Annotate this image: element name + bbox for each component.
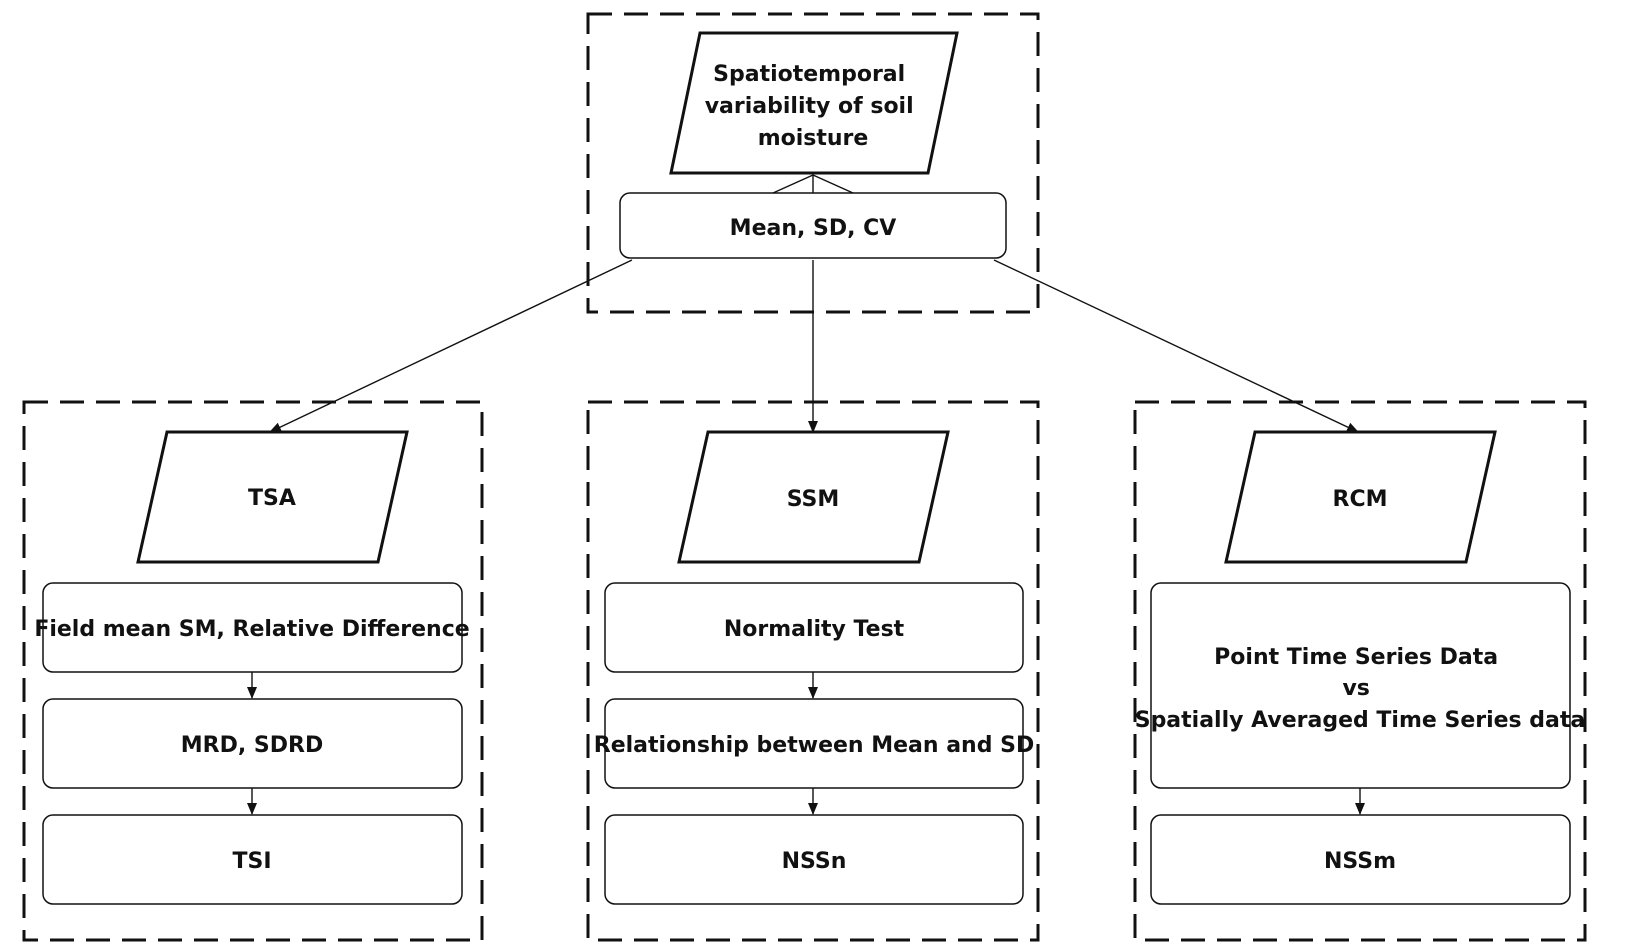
tsa-step-3-node: TSI <box>42 814 463 905</box>
tsa-step-3-label: TSI <box>232 849 271 874</box>
tsa-title-label: TSA <box>248 486 296 511</box>
rcm-step-1-label: Point Time Series Data vs Spatially Aver… <box>1135 645 1586 733</box>
rcm-title-node: RCM <box>1224 430 1497 564</box>
tsa-step-1-label: Field mean SM, Relative Difference <box>34 617 469 642</box>
ssm-title-node: SSM <box>677 430 950 564</box>
top-connector-right <box>812 174 854 194</box>
top-variability-label: Spatiotemporal variability of soil moist… <box>705 62 922 151</box>
stats-label: Mean, SD, CV <box>730 216 897 241</box>
ssm-step-3-node: NSSn <box>604 814 1024 905</box>
ssm-step-3-label: NSSn <box>782 849 847 874</box>
tsa-step-2-label: MRD, SDRD <box>181 733 323 758</box>
top-variability-node: Spatiotemporal variability of soil moist… <box>669 31 959 175</box>
arrow-to-rcm <box>993 259 1359 433</box>
tsa-group-frame <box>22 400 484 942</box>
rcm-title-label: RCM <box>1333 487 1388 512</box>
tsa-step-2-node: MRD, SDRD <box>42 698 463 789</box>
rcm-step-2-node: NSSm <box>1150 814 1571 905</box>
ssm-title-label: SSM <box>787 487 840 512</box>
tsa-title-node: TSA <box>136 430 409 564</box>
arrow-to-tsa <box>269 259 633 433</box>
ssm-step-1-node: Normality Test <box>604 582 1024 673</box>
top-connector-left <box>772 174 814 194</box>
tsa-step-1-node: Field mean SM, Relative Difference <box>34 582 470 673</box>
rcm-step-2-label: NSSm <box>1324 849 1396 874</box>
stats-node: Mean, SD, CV <box>619 192 1007 259</box>
rcm-step-1-node: Point Time Series Data vs Spatially Aver… <box>1135 582 1586 789</box>
rcm-group-frame <box>1133 400 1587 942</box>
ssm-step-2-label: Relationship between Mean and SD <box>594 733 1034 758</box>
ssm-step-1-label: Normality Test <box>724 617 905 642</box>
ssm-step-2-node: Relationship between Mean and SD <box>594 698 1034 789</box>
